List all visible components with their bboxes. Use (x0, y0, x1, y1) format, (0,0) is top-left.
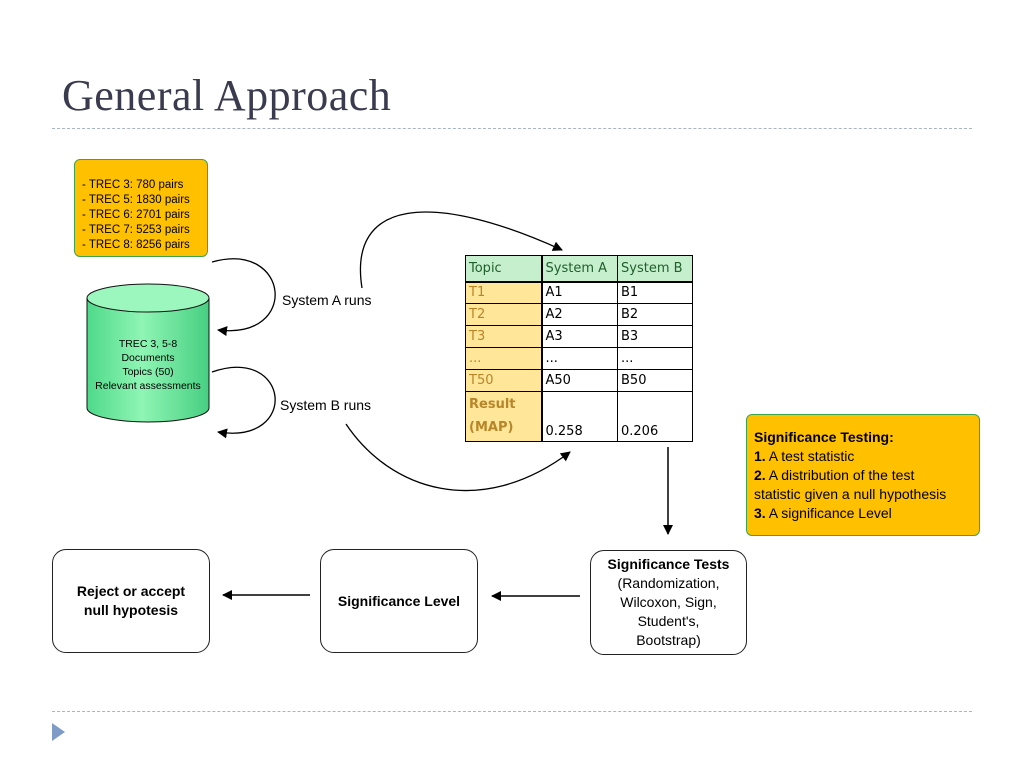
system-a-cell: A50 (541, 369, 618, 392)
system-a-cell: A1 (541, 281, 618, 304)
system-b-map-cell: 0.206 (617, 391, 693, 442)
trec-pairs-item: - TREC 7: 5253 pairs (82, 224, 190, 236)
database-line: Topics (50) (122, 366, 174, 378)
table-row: T2 A2 B2 (465, 303, 693, 326)
system-b-to-table-arrow (345, 423, 571, 492)
significance-tests-line: Student's, (637, 613, 700, 629)
slide-bullet-arrow-icon (52, 723, 65, 741)
significance-level-label: Significance Level (337, 592, 461, 609)
results-table: Topic System A System B T1 A1 B1 T2 A2 B… (465, 255, 693, 442)
trec-pairs-item: - TREC 6: 2701 pairs (82, 209, 190, 221)
topic-cell: T3 (465, 325, 543, 348)
table-header-row: Topic System A System B (465, 255, 693, 283)
item-text: A significance Level (765, 505, 892, 521)
item-text: A distribution of the test (765, 467, 915, 483)
table-header-cell: System A (541, 255, 618, 283)
trec-pairs-item: - TREC 8: 8256 pairs (82, 239, 190, 251)
significance-tests-line: Bootstrap) (636, 632, 701, 648)
database-line: Relevant assessments (95, 380, 201, 392)
significance-testing-item: 3. A significance Level (754, 504, 979, 523)
significance-tests-line: (Randomization, (617, 575, 720, 591)
trec-pairs-box: - TREC 3: 780 pairs - TREC 5: 1830 pairs… (74, 159, 208, 257)
system-a-to-table-arrow (359, 211, 563, 289)
system-b-cell: B2 (617, 303, 693, 326)
reject-accept-box: Reject or accept null hypotesis (52, 549, 210, 653)
result-label-cell: Result (MAP) (465, 391, 543, 442)
significance-level-box: Significance Level (320, 549, 478, 653)
table-row: T3 A3 B3 (465, 325, 693, 348)
database-line: TREC 3, 5-8 (118, 338, 178, 350)
system-a-loop-arrow (211, 258, 276, 337)
system-b-cell: B3 (617, 325, 693, 348)
trec-pairs-item: - TREC 5: 1830 pairs (82, 194, 190, 206)
system-a-map-cell: 0.258 (541, 391, 618, 442)
significance-tests-line: Wilcoxon, Sign, (620, 594, 717, 610)
topic-cell: T2 (465, 303, 543, 326)
item-number: 1. (754, 448, 766, 464)
table-row: T1 A1 B1 (465, 281, 693, 304)
topic-cell: T50 (465, 369, 543, 392)
item-number: 3. (754, 505, 766, 521)
system-a-cell: ... (541, 347, 618, 370)
system-b-cell: ... (617, 347, 693, 370)
slide-title: General Approach (62, 71, 392, 120)
footer-divider (52, 711, 972, 712)
system-b-cell: B50 (617, 369, 693, 392)
significance-testing-box: Significance Testing: 1. A test statisti… (746, 414, 980, 536)
table-row: T50 A50 B50 (465, 369, 693, 392)
reject-accept-line: null hypotesis (83, 602, 179, 618)
system-a-cell: A3 (541, 325, 618, 348)
item-text: statistic given a null hypothesis (754, 486, 947, 502)
significance-tests-box: Significance Tests (Randomization, Wilco… (590, 550, 747, 655)
database-cylinder-icon (86, 283, 210, 423)
table-result-row: Result (MAP) 0.258 0.206 (465, 391, 693, 442)
significance-testing-heading: Significance Testing: (754, 429, 894, 445)
topic-cell: ... (465, 347, 543, 370)
system-a-runs-label: System A runs (282, 292, 372, 308)
significance-testing-item: statistic given a null hypothesis (754, 485, 979, 504)
significance-testing-item: 2. A distribution of the test (754, 466, 979, 485)
title-divider (52, 128, 972, 129)
table-header-cell: System B (617, 255, 693, 283)
system-b-loop-arrow (211, 366, 276, 439)
table-row: ... ... ... (465, 347, 693, 370)
database-line: Documents (121, 352, 175, 364)
trec-pairs-item: - TREC 3: 780 pairs (82, 179, 184, 191)
result-label-line: (MAP) (469, 420, 514, 435)
system-b-runs-label: System B runs (280, 397, 372, 413)
database-label: TREC 3, 5-8 Documents Topics (50) Releva… (86, 337, 210, 393)
reject-accept-label: Reject or accept null hypotesis (77, 582, 185, 620)
item-number: 2. (754, 467, 766, 483)
significance-tests-title: Significance Tests (607, 556, 730, 572)
significance-testing-item: 1. A test statistic (754, 447, 979, 466)
system-a-cell: A2 (541, 303, 618, 326)
reject-accept-line: Reject or accept (76, 583, 186, 599)
item-text: A test statistic (765, 448, 855, 464)
table-header-cell: Topic (465, 255, 543, 283)
result-label-line: Result (469, 397, 516, 412)
topic-cell: T1 (465, 281, 543, 304)
system-b-cell: B1 (617, 281, 693, 304)
